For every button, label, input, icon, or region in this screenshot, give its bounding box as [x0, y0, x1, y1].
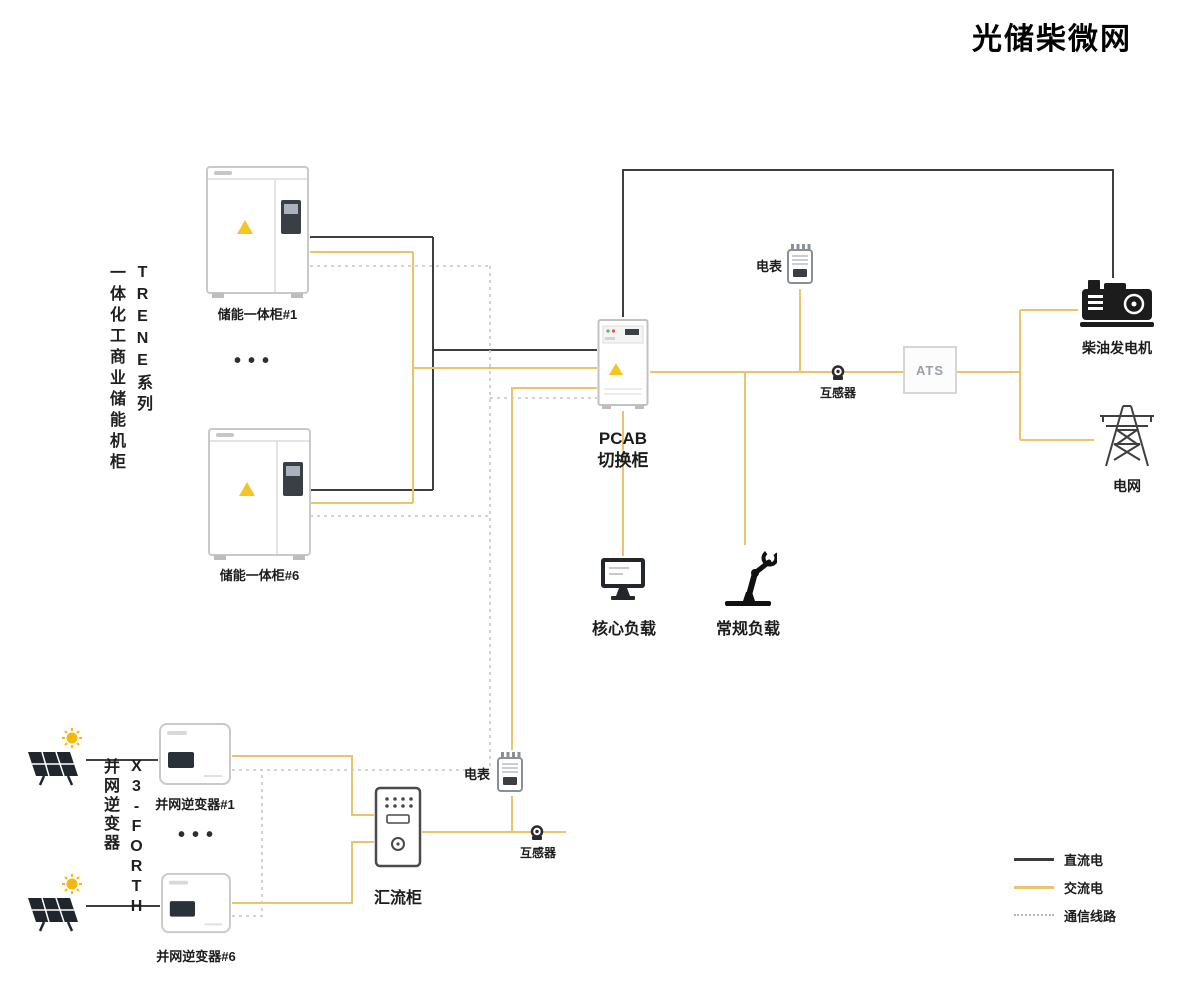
storage-cabinet-6-label: 储能一体柜#6	[219, 568, 300, 583]
ct-top-label: 互感器	[819, 386, 856, 400]
legend-item-dc: 直流电	[1014, 845, 1116, 873]
meter-top-label: 电表	[755, 259, 782, 274]
legend-comm-label: 通信线路	[1064, 908, 1117, 924]
storage-cabinet-1-icon	[205, 162, 310, 305]
pcab-label-line2: 切换柜	[597, 451, 649, 470]
inverter-1-icon	[158, 722, 232, 793]
pcab-label-line1: PCAB	[598, 429, 648, 448]
series-label-x3forth: X3-FORTH 并网逆变器	[96, 758, 150, 918]
pcab-cabinet-icon	[597, 317, 649, 416]
series-label-trene: TRENE系列 一体化工商业储能机柜	[102, 264, 156, 474]
ellipsis-bottom: •••	[178, 824, 221, 846]
meter-bottom-icon	[496, 750, 524, 799]
combiner-cabinet-icon	[374, 786, 422, 875]
ac-lines	[232, 251, 1094, 904]
ct-bottom-label: 互感器	[519, 846, 556, 860]
legend-comm-line-sample	[1014, 914, 1054, 916]
inverter-6-label: 并网逆变器#6	[156, 949, 236, 964]
legend-item-comm: 通信线路	[1014, 901, 1116, 929]
series-x3-line2: 并网逆变器	[101, 758, 118, 853]
normal-load-icon	[719, 545, 779, 612]
core-load-label: 核心负载	[591, 621, 656, 638]
series-trene-line2: 一体化工商业储能机柜	[107, 264, 124, 474]
solar-panel-1-icon	[20, 728, 84, 793]
legend-dc-label: 直流电	[1064, 852, 1104, 868]
legend-dc-line-sample	[1014, 857, 1054, 861]
inverter-1-label: 并网逆变器#1	[155, 797, 235, 812]
inverter-6-icon	[160, 872, 232, 941]
legend: 直流电 交流电 通信线路	[1014, 845, 1116, 929]
ats-box: ATS	[903, 346, 957, 394]
legend-item-ac: 交流电	[1014, 873, 1116, 901]
storage-cabinet-6-icon	[207, 424, 312, 567]
core-load-icon	[599, 556, 647, 607]
series-x3-line1: X3-FORTH	[128, 758, 145, 918]
pcab-label: PCAB 切换柜	[565, 428, 681, 472]
ct-top-icon	[829, 364, 847, 386]
grid-tower-icon	[1094, 400, 1160, 473]
diesel-generator-icon	[1078, 276, 1156, 337]
meter-bottom-label: 电表	[463, 767, 490, 782]
grid-label: 电网	[1113, 478, 1141, 494]
diesel-generator-label: 柴油发电机	[1082, 340, 1152, 356]
meter-top-icon	[786, 242, 814, 291]
legend-ac-line-sample	[1014, 885, 1054, 889]
ct-bottom-icon	[528, 824, 546, 846]
combiner-label: 汇流柜	[373, 890, 422, 907]
solar-panel-2-icon	[20, 874, 84, 939]
storage-cabinet-1-label: 储能一体柜#1	[217, 307, 298, 322]
ellipsis-top: •••	[234, 350, 277, 372]
legend-ac-label: 交流电	[1064, 880, 1104, 896]
normal-load-label: 常规负载	[715, 621, 780, 638]
page-title: 光储柴微网	[972, 23, 1132, 56]
series-trene-line1: TRENE系列	[134, 264, 151, 416]
